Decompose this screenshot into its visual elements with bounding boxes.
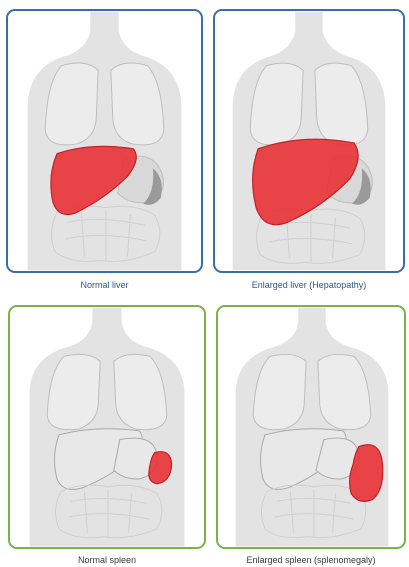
caption-enlarged-spleen: Enlarged spleen (splenomegaly) [216, 555, 406, 565]
torso-illustration [215, 11, 403, 271]
caption-normal-liver: Normal liver [6, 280, 203, 290]
torso-illustration [218, 307, 404, 547]
panel-normal-liver [6, 9, 203, 273]
caption-normal-spleen: Normal spleen [8, 555, 206, 565]
torso-illustration [10, 307, 204, 547]
torso-illustration [8, 11, 201, 271]
panel-enlarged-liver [213, 9, 405, 273]
panel-normal-spleen [8, 305, 206, 549]
caption-enlarged-liver: Enlarged liver (Hepatopathy) [213, 280, 405, 290]
panel-enlarged-spleen [216, 305, 406, 549]
